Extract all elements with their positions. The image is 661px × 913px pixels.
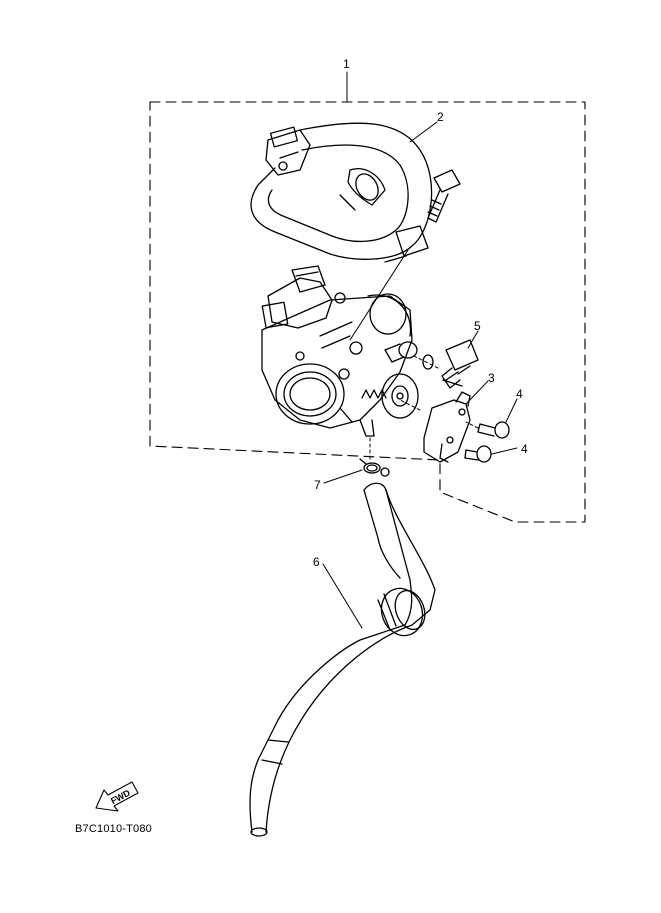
part-2-hose [250, 122, 433, 263]
callout-leaders [322, 71, 518, 629]
callout-6: 6 [313, 555, 320, 569]
leader-screw-to-body [411, 354, 439, 369]
fwd-label: FWD [109, 787, 132, 806]
part-4-bolt-lower [464, 445, 492, 463]
throttle-body [261, 265, 419, 437]
assembly-boundary [149, 101, 586, 523]
callout-3: 3 [488, 371, 495, 385]
part-7-clamp [359, 458, 390, 477]
screw-upper [427, 169, 461, 223]
callout-4-upper: 4 [516, 387, 523, 401]
callout-2: 2 [437, 110, 444, 124]
callout-1: 1 [343, 57, 350, 71]
part-3-bracket [423, 391, 471, 463]
diagram-code: B7C1010-T080 [75, 823, 153, 835]
callout-7: 7 [314, 478, 321, 492]
o-ring [422, 354, 434, 370]
leader-bracket-to-body [399, 399, 421, 411]
part-4-bolt-upper [477, 421, 510, 439]
callout-4-lower: 4 [521, 442, 528, 456]
leader-bolt-upper [465, 421, 479, 429]
part-5-screw [441, 339, 479, 389]
fwd-arrow-icon: FWD [95, 781, 139, 812]
callout-5: 5 [474, 319, 481, 333]
part-6-hose [249, 482, 436, 837]
